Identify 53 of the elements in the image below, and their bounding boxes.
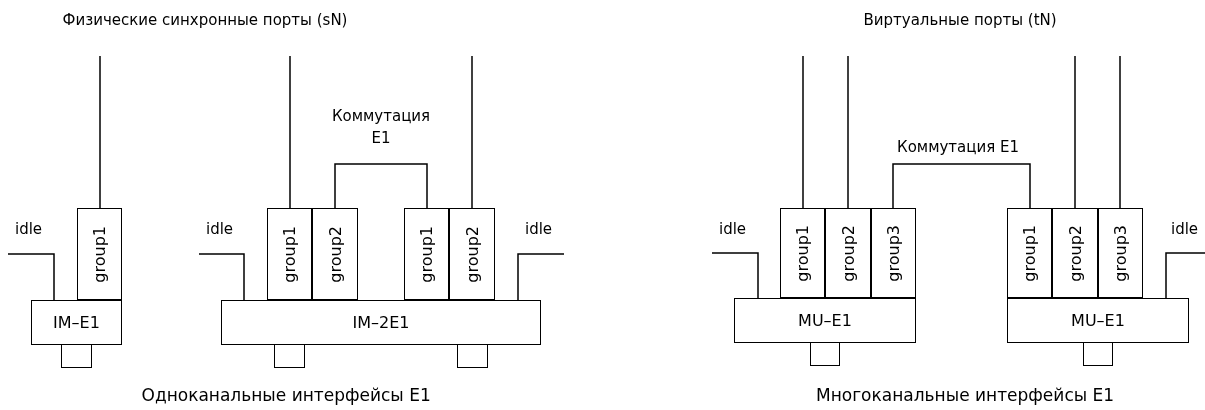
section-heading: Виртуальные порты (tN) <box>863 11 1057 29</box>
channel-group-box <box>825 208 871 298</box>
group-name: group1 <box>1020 224 1039 282</box>
interface-module-box <box>734 298 916 343</box>
port-line <box>802 55 804 209</box>
port-line <box>7 253 55 301</box>
interface-module-box <box>1007 298 1189 343</box>
channel-group-box <box>1007 208 1052 298</box>
connection-line <box>892 163 1031 209</box>
channel-group-box <box>312 208 358 300</box>
group-name: group1 <box>90 225 109 283</box>
channel-group-box <box>1098 208 1143 298</box>
group-name: group2 <box>462 225 482 283</box>
section-caption: Многоканальные интерфейсы E1 <box>816 385 1115 405</box>
channel-group-box <box>77 208 122 300</box>
group-name: group3 <box>1111 224 1130 282</box>
port-line <box>517 253 565 301</box>
port-line <box>198 253 245 301</box>
group-name: group2 <box>1065 224 1085 282</box>
group-name: group3 <box>884 224 903 282</box>
channel-group-box <box>449 208 495 300</box>
module-name: IM–2E1 <box>352 313 410 332</box>
channel-group-box <box>404 208 449 300</box>
group-name: group1 <box>280 225 299 283</box>
section-caption: Одноканальные интерфейсы E1 <box>141 385 431 405</box>
port-line <box>1074 55 1076 209</box>
port-line <box>711 252 759 299</box>
channel-group-box <box>780 208 825 298</box>
port-line <box>471 55 473 209</box>
section-heading: Физические синхронные порты (sN) <box>62 11 348 29</box>
group-name: group2 <box>325 225 345 283</box>
port-line <box>99 55 101 209</box>
channel-group-box <box>267 208 312 300</box>
connector-port-box <box>274 344 305 368</box>
interface-module-box <box>31 300 122 345</box>
group-name: group1 <box>793 224 812 282</box>
channel-group-box <box>1052 208 1098 298</box>
connector-port-box <box>810 342 840 366</box>
group-name: group2 <box>838 224 858 282</box>
group-name: group1 <box>417 225 436 283</box>
channel-group-box <box>871 208 916 298</box>
module-name: IM–E1 <box>53 313 100 332</box>
module-name: MU–E1 <box>1071 311 1125 330</box>
port-line <box>1165 252 1205 299</box>
connector-port-box <box>1083 342 1113 366</box>
port-line <box>1119 55 1121 209</box>
port-line <box>847 55 849 209</box>
connector-port-box <box>457 344 488 368</box>
port-line <box>289 55 291 209</box>
connector-port-box <box>61 344 92 368</box>
connection-line <box>334 163 428 209</box>
interface-module-box <box>221 300 541 345</box>
module-name: MU–E1 <box>798 311 852 330</box>
